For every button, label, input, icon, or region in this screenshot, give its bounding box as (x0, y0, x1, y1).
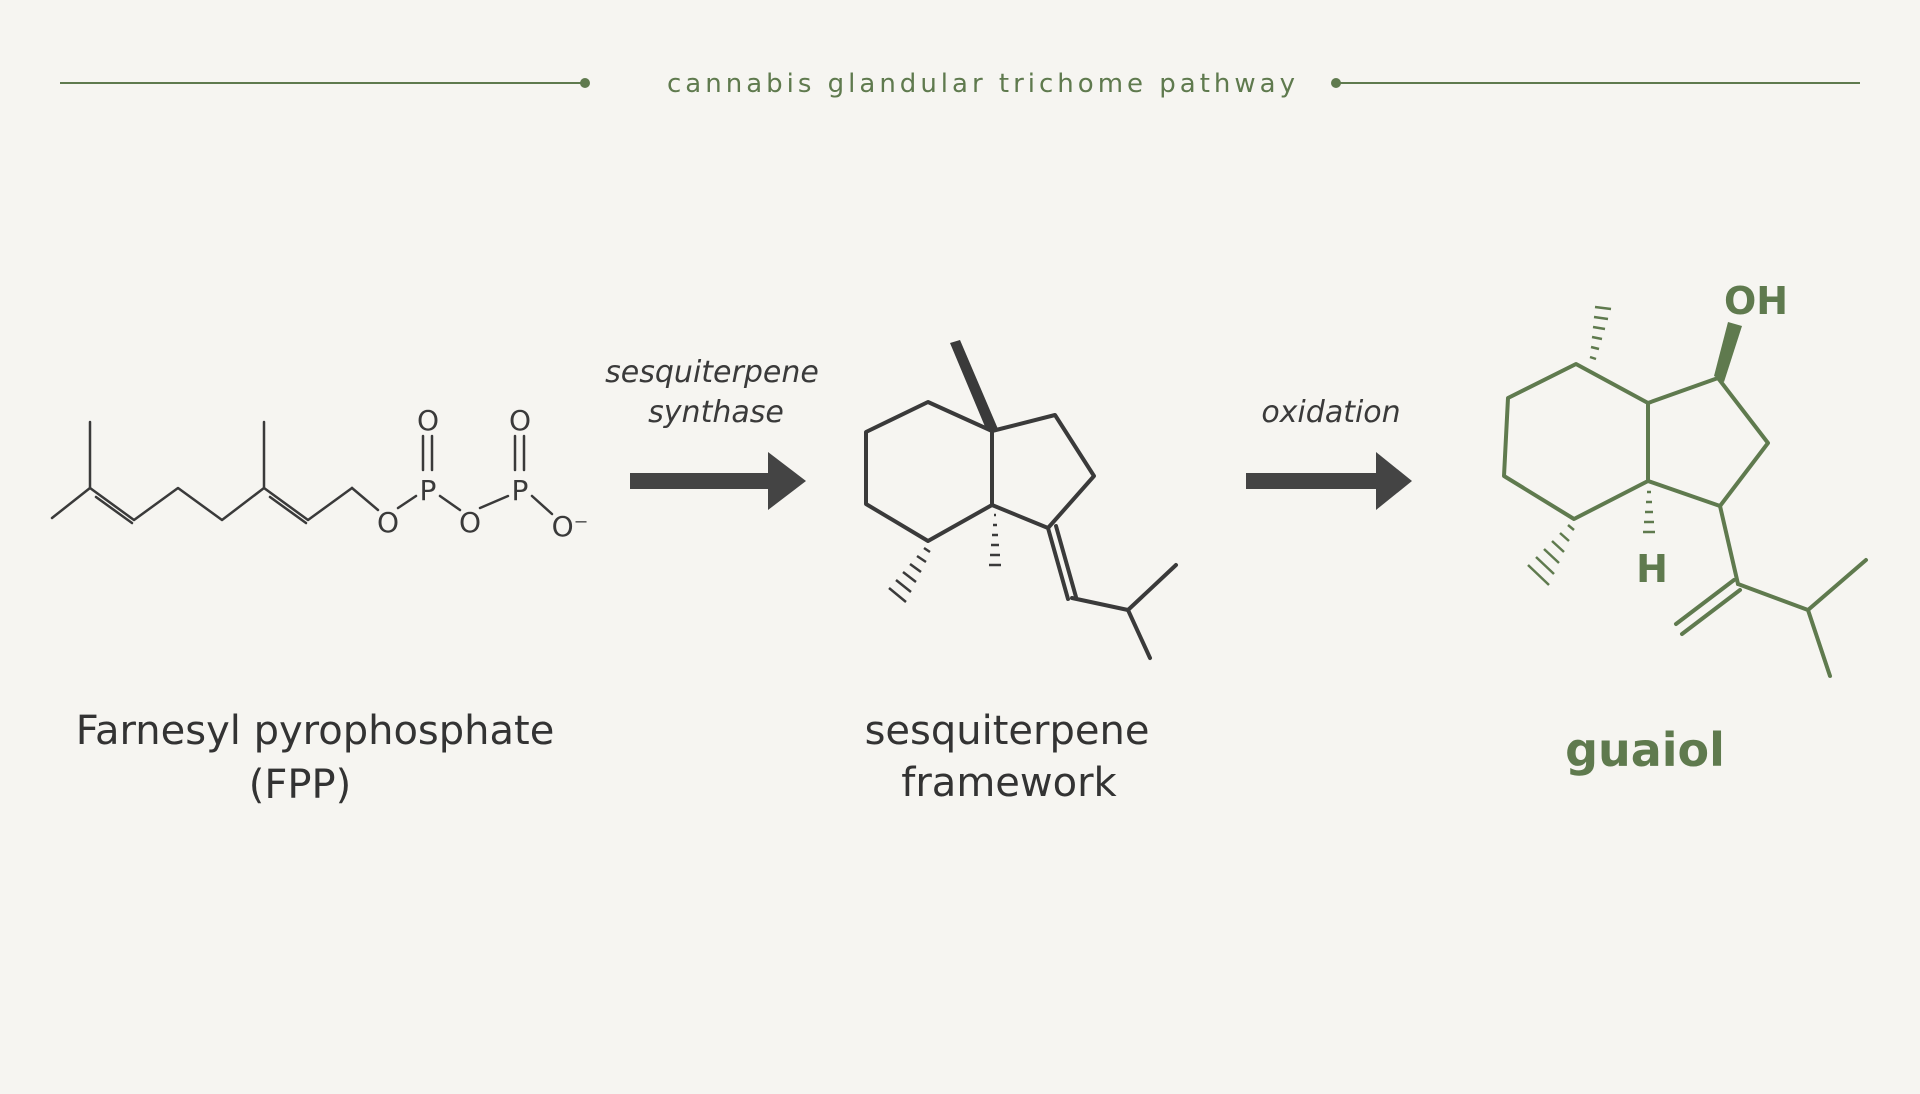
framework-isopropyl-methyl (1126, 608, 1152, 660)
guaiol-side-chain (1718, 504, 1740, 586)
fpp-atom-o-top2: O (509, 404, 531, 437)
fpp-label-line2: (FPP) (249, 762, 351, 808)
fpp-atom-o-top1: O (417, 404, 439, 437)
guaiol-hash-bottom-left (1527, 524, 1575, 586)
framework-stereo (888, 340, 1001, 603)
header-rule-right-dot (1331, 78, 1341, 88)
guaiol-label: guaiol (1565, 723, 1725, 777)
guaiol-hash-h (1643, 490, 1655, 534)
fpp-double-bond-1 (94, 495, 134, 525)
step2-arrow (1246, 452, 1412, 510)
guaiol-vinyl-b (1680, 588, 1742, 636)
fpp-atom-p1: P (420, 474, 437, 507)
framework-label-line1: sesquiterpene (865, 708, 1150, 754)
guaiol-hash-top (1589, 305, 1612, 361)
framework-hash-bottom-left (888, 546, 931, 603)
guaiol-five-ring (1646, 376, 1770, 508)
fpp-atom-o2: O (459, 506, 481, 539)
fpp-bond-o-p1 (396, 494, 418, 510)
framework-exo-bond-b (1054, 524, 1078, 599)
step2-label: oxidation (1261, 395, 1400, 430)
fpp-bond-p1-o (438, 494, 462, 512)
framework-isopropyl (1070, 563, 1178, 612)
framework-hash-bottom-center (989, 513, 1001, 567)
framework-five-ring (990, 413, 1096, 530)
framework-six-ring (864, 400, 994, 543)
framework-wedge-top (950, 340, 998, 429)
header-rule-left-dot (580, 78, 590, 88)
step2-arrow-head (1376, 452, 1412, 510)
step1-label-line2: synthase (648, 395, 784, 430)
fpp-atom-o1: O (377, 506, 399, 539)
guaiol-oh-wedge (1714, 322, 1742, 382)
guaiol-structure (1502, 362, 1868, 678)
guaiol-isopropyl (1736, 558, 1868, 612)
fpp-structure (50, 420, 554, 525)
fpp-bond-p2-o (530, 494, 554, 516)
guaiol-atom-h: H (1636, 547, 1668, 591)
framework-exo-bond-a (1046, 526, 1070, 601)
header: cannabis glandular trichome pathway (60, 69, 1860, 99)
fpp-bond-o-p2 (478, 494, 510, 510)
framework-structure (864, 400, 1178, 660)
fpp-atom-o-minus: O⁻ (552, 510, 589, 543)
fpp-chain (50, 486, 354, 522)
fpp-bond-c-o (350, 486, 380, 512)
fpp-atoms: O P O O P O O⁻ (377, 404, 588, 543)
step1-arrow-head (768, 452, 806, 510)
step1-label-line1: sesquiterpene (605, 355, 819, 390)
fpp-double-bond-2 (268, 495, 308, 525)
step1-arrow-shaft (630, 473, 770, 489)
guaiol-vinyl-a (1674, 578, 1736, 626)
step1-arrow (630, 452, 806, 510)
header-title: cannabis glandular trichome pathway (667, 69, 1299, 99)
framework-label-line2: framework (901, 760, 1117, 806)
guaiol-isopropyl-methyl (1806, 608, 1832, 678)
fpp-label-line1: Farnesyl pyrophosphate (76, 708, 555, 754)
fpp-atom-p2: P (512, 474, 529, 507)
guaiol-atom-oh: OH (1724, 279, 1788, 323)
step2-arrow-shaft (1246, 473, 1378, 489)
guaiol-stereo (1527, 305, 1742, 586)
guaiol-six-ring (1502, 362, 1650, 521)
